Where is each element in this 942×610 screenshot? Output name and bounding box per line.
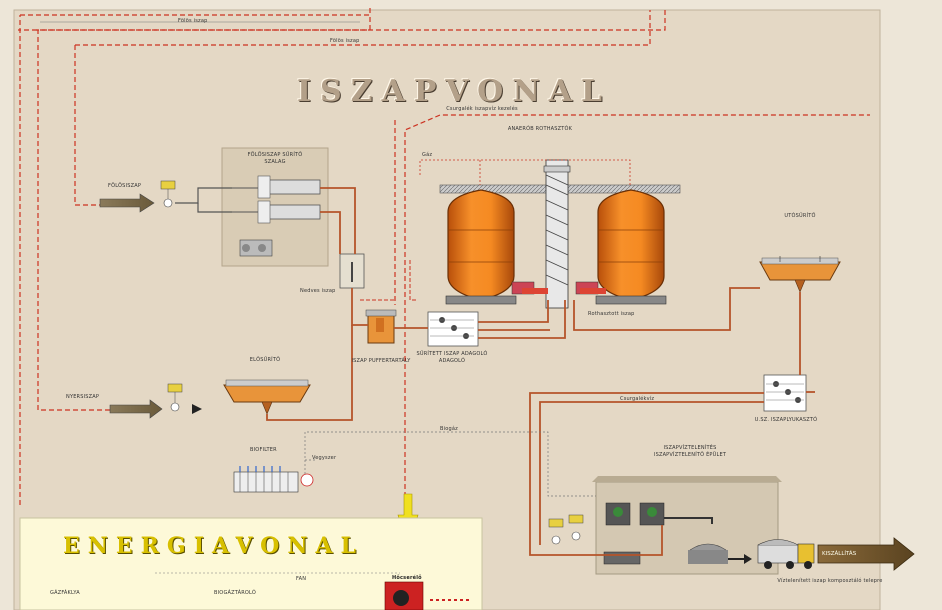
label-dewatering: ISZAPVÍZTELENÍTÉS (663, 445, 717, 451)
anaerob-digesters (439, 159, 681, 309)
post-thickener (759, 256, 841, 293)
main-pipes (266, 187, 815, 556)
pump-group-2 (763, 374, 807, 412)
gauge-icons (160, 180, 584, 545)
label-transport-destination: Víztelenített iszap komposztáló telepre (777, 578, 883, 584)
label-wet-sludge: Nedves iszap (300, 288, 336, 294)
label-biofilter: BIOFILTER (250, 447, 277, 453)
label-flotation: FÖLÖSISZAP SŰRÍTŐ (247, 152, 303, 158)
label-top-center: Csurgalék iszapvíz kezelés (446, 106, 518, 112)
label-csurgalek: Csurgalékvíz (620, 396, 655, 402)
label-gas: Gáz (422, 152, 433, 158)
label-sludge-feeder-2: ADAGOLÓ (438, 358, 466, 364)
energy-section-title: ENERGIAVONAL (63, 533, 364, 559)
label-transport: KISZÁLLÍTÁS (822, 551, 857, 557)
label-biogas-storage: BIOGÁZTÁROLÓ (214, 590, 256, 596)
label-nyersiszap: NYERSISZAP (66, 394, 100, 400)
label-flotation-2: SZALAG (264, 159, 286, 165)
label-top-line-1: Fölös iszap (178, 18, 208, 24)
label-gas-flare: GÁZFÁKLYA (50, 590, 80, 596)
label-folosiszap: FÖLÖSISZAP (108, 183, 142, 189)
label-heat-exchanger: Hőcserélő (392, 575, 422, 581)
output-arrow (817, 537, 915, 571)
label-top-line-2: Fölös iszap (330, 38, 360, 44)
label-post-thickener: UTÓSŰRÍTŐ (784, 213, 816, 219)
sludge-buffer-tank (365, 309, 397, 344)
label-biogas: Biogáz (440, 426, 458, 432)
dewatering-building (592, 476, 782, 575)
input-arrow-nyersiszap (109, 399, 163, 419)
dashed-lines (18, 8, 870, 505)
label-anaerob: ANAERÓB ROTHASZTÓK (507, 126, 573, 132)
label-elosuritok: ELŐSŰRÍTŐ (249, 357, 281, 363)
pump-group-1 (427, 311, 479, 347)
label-gas-line: FAN (296, 576, 307, 582)
label-digested-sludge: Rothasztott iszap (588, 311, 635, 317)
page-title: ISZAPVONAL (297, 74, 612, 109)
truck (757, 539, 815, 569)
pre-thickener (223, 379, 311, 415)
small-arrow-icon (728, 554, 752, 564)
flotation-cylinders (232, 175, 321, 257)
label-sludge-feeder: SŰRÍTETT ISZAP ADAGOLÓ (416, 351, 488, 357)
input-arrow-folosiszap (99, 193, 155, 213)
label-uisz: U.SZ. ISZAPLYUKASZTÓ (754, 417, 818, 423)
label-chemical: Vegyszer (312, 455, 337, 461)
label-dewatering-2: ISZAPVÍZTELENÍTŐ ÉPÜLET (653, 452, 727, 458)
biofilter (233, 466, 314, 493)
label-buffer-tank: ISZAP PUFFERTARTÁLY (351, 358, 411, 364)
